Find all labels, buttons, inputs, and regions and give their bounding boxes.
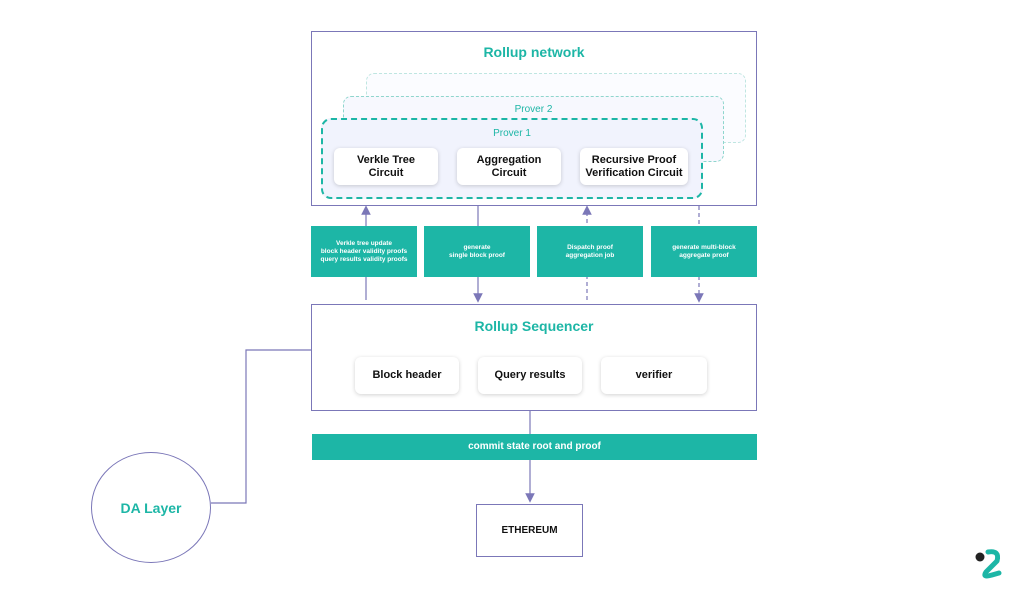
aggregation-circuit-label: Aggregation Circuit (476, 153, 542, 179)
step-verkle-update: Verkle tree update block header validity… (311, 226, 417, 277)
verkle-tree-circuit-card: Verkle Tree Circuit (334, 148, 438, 185)
recursive-proof-circuit-label: Recursive Proof Verification Circuit (585, 153, 683, 179)
rollup-network-box (311, 31, 757, 206)
query-results-card: Query results (478, 357, 582, 394)
da-layer-connector (211, 349, 311, 504)
rollup-network-title: Rollup network (483, 44, 585, 60)
step-dispatch-aggregation: Dispatch proof aggregation job (537, 226, 643, 277)
step-multi-block-proof: generate multi-block aggregate proof (651, 226, 757, 277)
prover-1-label: Prover 1 (493, 128, 531, 139)
recursive-proof-circuit-card: Recursive Proof Verification Circuit (580, 148, 688, 185)
ethereum-label: ETHEREUM (501, 525, 558, 536)
step-single-block-proof: generate single block proof (424, 226, 530, 277)
da-layer-label: DA Layer (120, 499, 182, 516)
prover-2-label: Prover 2 (514, 104, 553, 115)
rollup-sequencer-title: Rollup Sequencer (474, 318, 594, 334)
ethereum-box: ETHEREUM (476, 504, 583, 557)
verifier-card: verifier (601, 357, 707, 394)
verkle-tree-circuit-label: Verkle Tree Circuit (356, 153, 416, 179)
block-header-card: Block header (355, 357, 459, 394)
commit-state-root-bar: commit state root and proof (312, 434, 757, 460)
aggregation-circuit-card: Aggregation Circuit (457, 148, 561, 185)
da-layer-circle: DA Layer (91, 452, 211, 563)
